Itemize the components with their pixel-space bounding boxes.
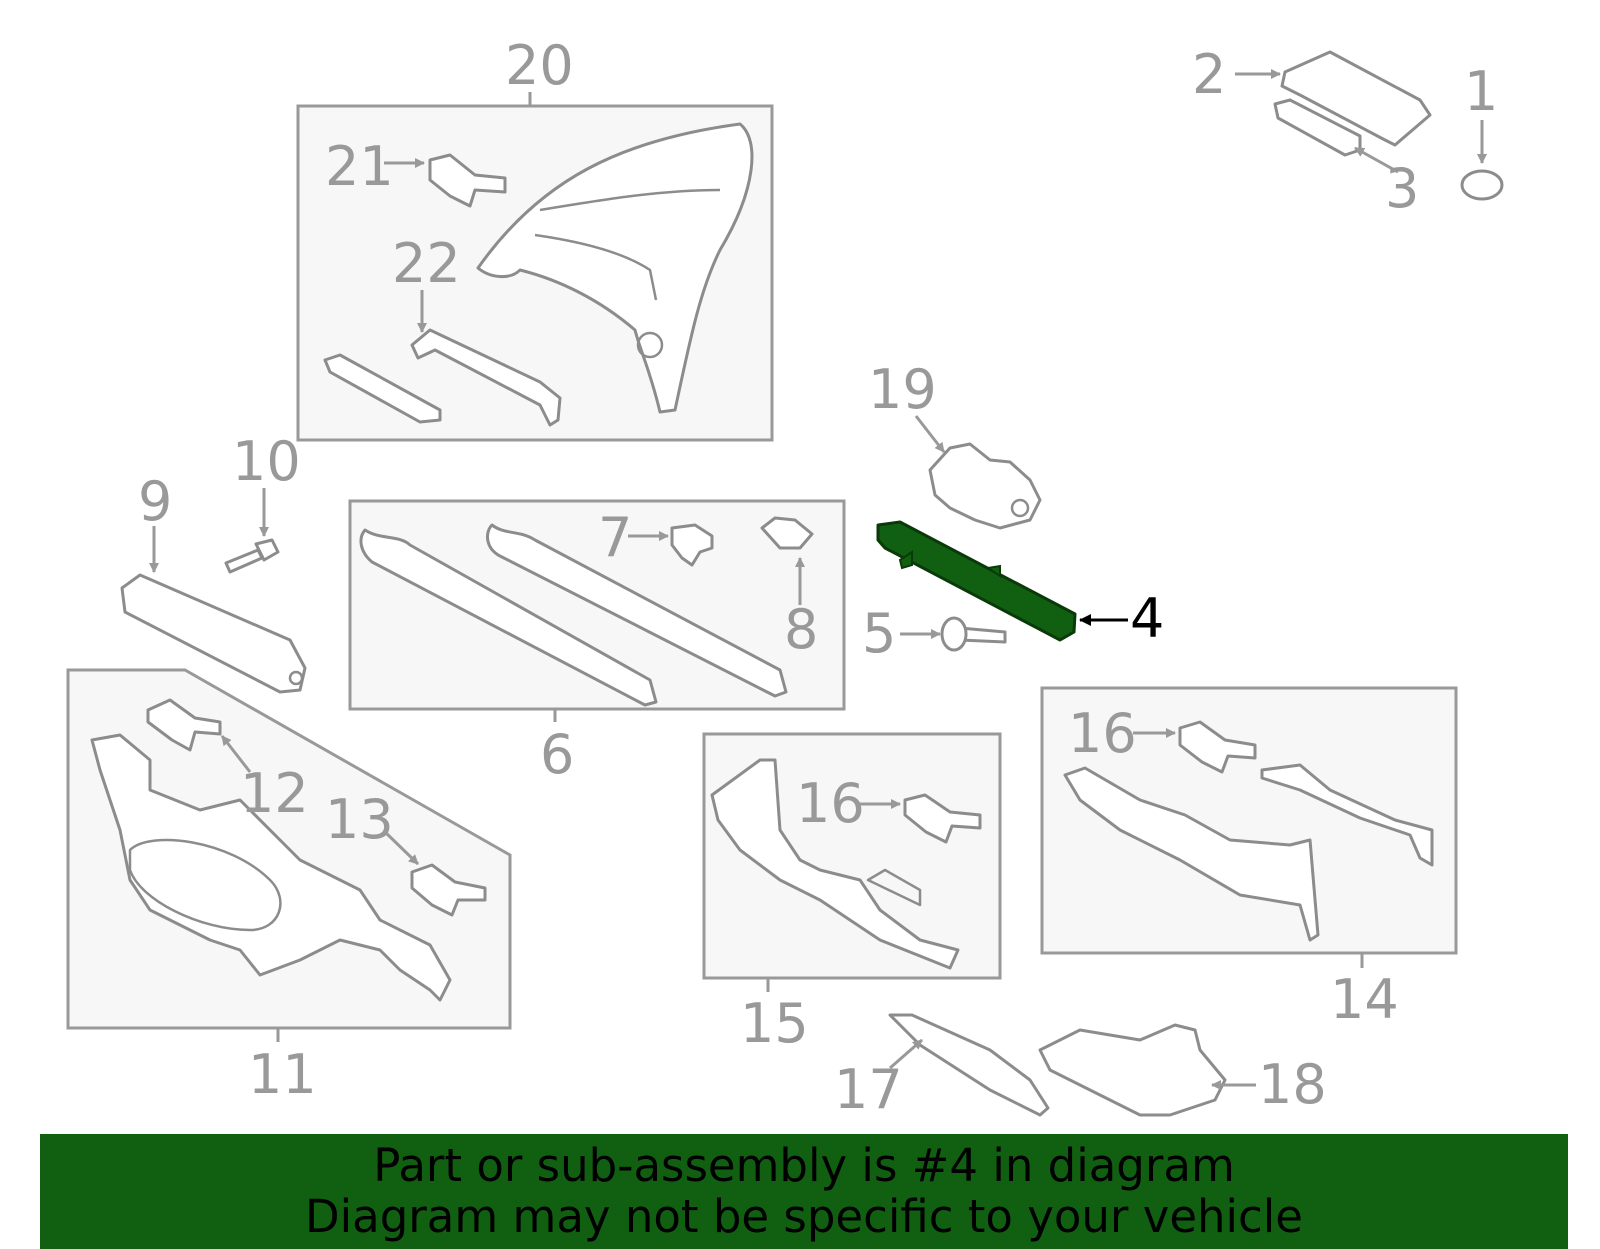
- callout-21: 21: [325, 135, 394, 198]
- banner-line-1: Part or sub-assembly is #4 in diagram: [373, 1139, 1235, 1192]
- callout-3: 3: [1385, 157, 1419, 220]
- part-8-clip: [760, 516, 814, 550]
- leader-13: [383, 830, 420, 866]
- part-1-plug: [1460, 169, 1504, 201]
- part-21-clip: [428, 153, 507, 208]
- part-9-hole: [288, 670, 304, 686]
- callout-6: 6: [540, 723, 574, 786]
- callout-16a: 16: [796, 772, 865, 835]
- callout-10: 10: [232, 430, 301, 493]
- part-10-bolt-head: [254, 538, 280, 562]
- leader-17: [889, 1038, 923, 1070]
- part-16-clip-b: [1178, 720, 1257, 774]
- part-13-clip: [410, 863, 487, 917]
- callout-20: 20: [505, 34, 574, 97]
- banner-line-2: Diagram may not be specific to your vehi…: [305, 1190, 1303, 1243]
- callout-4: 4: [1130, 587, 1164, 650]
- callout-12: 12: [240, 762, 309, 825]
- part-7-clip: [670, 523, 714, 567]
- part-22-bracket: [410, 328, 562, 427]
- callout-14: 14: [1330, 968, 1399, 1031]
- part-2-cover: [1280, 50, 1432, 147]
- callout-13: 13: [325, 788, 394, 851]
- part-6-trim-strip-a: [359, 528, 658, 707]
- part-4-bracket-highlighted: [876, 520, 1077, 642]
- callout-19: 19: [868, 358, 937, 421]
- callout-18: 18: [1258, 1053, 1327, 1116]
- leader-12: [220, 735, 252, 773]
- callout-15: 15: [740, 992, 809, 1055]
- callout-2: 2: [1192, 43, 1226, 106]
- info-banner: Part or sub-assembly is #4 in diagram Di…: [40, 1134, 1568, 1249]
- part-20-strip: [323, 353, 442, 424]
- part-12-clip: [146, 698, 222, 752]
- part-20-glove-box-door: [476, 122, 754, 414]
- part-14-side-panel: [1063, 763, 1434, 942]
- callout-9: 9: [138, 470, 172, 533]
- callout-16b: 16: [1068, 702, 1137, 765]
- part-15-knee-panel: [710, 758, 960, 970]
- callout-22: 22: [392, 232, 461, 295]
- callout-11: 11: [248, 1043, 317, 1106]
- part-18-tray: [1038, 1023, 1227, 1117]
- callout-5: 5: [862, 602, 896, 665]
- part-5-screw-head: [940, 616, 968, 652]
- callout-8: 8: [784, 598, 818, 661]
- part-19-port: [1010, 498, 1030, 518]
- part-10-bolt: [224, 548, 264, 574]
- callout-7: 7: [598, 506, 632, 569]
- callout-1: 1: [1464, 60, 1498, 123]
- part-6-trim-strip-b: [486, 523, 788, 698]
- callout-17: 17: [834, 1058, 903, 1121]
- part-11-lower-panel: [90, 733, 452, 1002]
- leader-3: [1354, 146, 1399, 174]
- leader-19: [914, 415, 946, 453]
- part-17-strip: [888, 1013, 1050, 1117]
- part-16-clip-a: [903, 793, 982, 844]
